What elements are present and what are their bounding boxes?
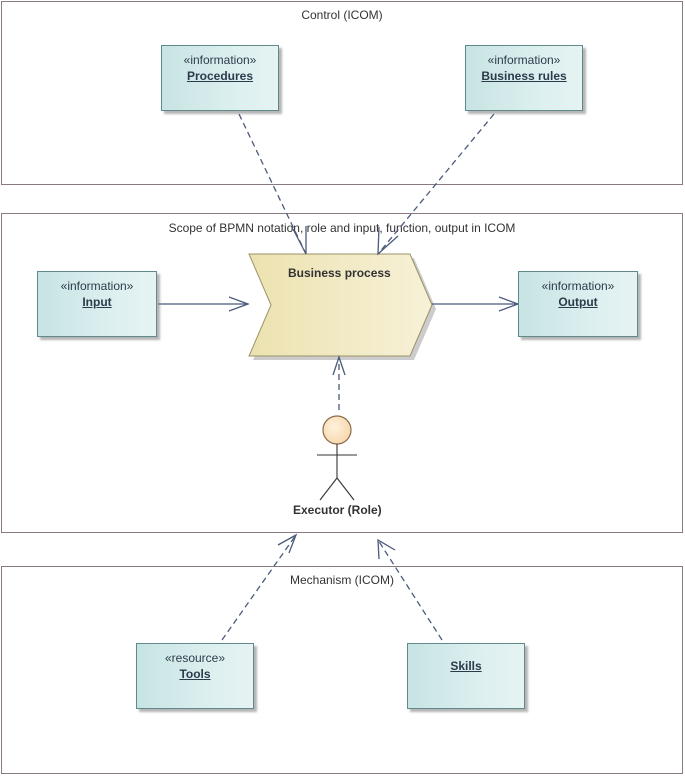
executor-actor[interactable] [317,415,357,501]
scope-region-title: Scope of BPMN notation, role and input, … [168,221,516,235]
tools-name: Tools [179,667,211,681]
executor-label: Executor (Role) [293,503,382,517]
tools-stereotype: «resource» [164,651,226,665]
business-process-shape[interactable] [248,253,433,357]
dependency-business-rules [377,113,495,256]
business-rules-name: Business rules [481,69,567,83]
business-rules-stereotype: «information» [487,53,561,67]
control-region-title: Control (ICOM) [301,8,383,22]
actor-head [322,415,352,445]
output-block[interactable]: «information» Output [518,271,638,337]
flow-input [158,296,250,312]
skills-block[interactable]: Skills [407,643,525,709]
dependency-procedures [238,113,307,255]
input-name: Input [82,295,112,309]
dependency-tools [221,533,298,641]
procedures-block[interactable]: «information» Procedures [161,45,279,111]
dependency-executor [332,354,346,410]
procedures-name: Procedures [186,69,254,83]
output-stereotype: «information» [541,279,615,293]
input-stereotype: «information» [60,279,134,293]
business-rules-block[interactable]: «information» Business rules [465,45,583,111]
input-block[interactable]: «information» Input [37,271,157,337]
flow-output [432,296,520,312]
mechanism-region: Mechanism (ICOM) [1,566,683,774]
procedures-stereotype: «information» [183,53,257,67]
mechanism-region-title: Mechanism (ICOM) [289,573,394,587]
output-name: Output [558,295,598,309]
skills-name: Skills [450,659,482,673]
tools-block[interactable]: «resource» Tools [136,643,254,709]
dependency-skills [377,538,443,641]
business-process-label: Business process [288,266,391,280]
